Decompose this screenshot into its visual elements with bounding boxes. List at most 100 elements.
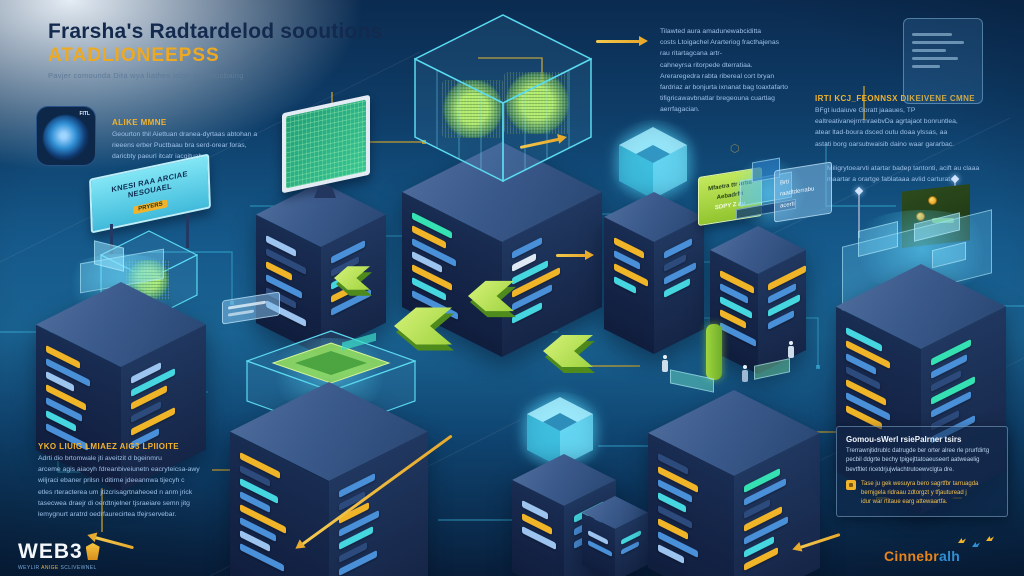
- sign-post: [110, 224, 113, 254]
- text-line: ealtreativanejrrrtnraebvDa agrtajaot bon…: [815, 118, 958, 126]
- page-subtitle: ATADLIONEEPSS: [48, 45, 220, 66]
- crane-cube-station: [646, 322, 826, 576]
- right-feature-body2: Miligrytoearvti atartar badep tantonti, …: [827, 164, 1020, 185]
- sign-post: [186, 214, 189, 248]
- text-line: cahneyrsa ritorpede dterratiaa.: [660, 61, 753, 69]
- pedestal-cube: [512, 454, 616, 576]
- chevron-marker: [468, 278, 516, 318]
- pedestal-cube: [710, 226, 806, 375]
- text-line: Tase ju gek wesuyra bero sagrtfbr tarrua…: [861, 480, 979, 487]
- text-line: idur war rtitaue earg attewaartfa.: [861, 499, 948, 506]
- text-line: maartar a orartge fablataaa avlid cartur…: [827, 175, 953, 183]
- text-line: bevtftlet ricetdrjujwlachtrutoewvclgta d…: [846, 466, 955, 473]
- worker-figure: [742, 365, 748, 382]
- text-line: aerrfagacian.: [660, 106, 700, 114]
- text-line: BFgt iudaiuve Goratt jaaaues, TP: [815, 107, 916, 114]
- text-line: bernjgela ridraau zdtorgzt y tfjauturead…: [861, 490, 967, 497]
- holocube-station: [600, 120, 710, 390]
- header: Frarsha's Radtardelod sooutions ATADLION…: [48, 20, 382, 80]
- small-pedestal: [582, 496, 648, 576]
- bottom-right-panel: Gomou-sWerl rsiePalrner tsirs Trerrawnjt…: [836, 426, 1008, 517]
- right-feature-heading: IRTI KCJ_FEONNSX DIKEIVENE CMNE: [815, 94, 975, 103]
- cinnebralh-logo: Cinnebralh: [884, 536, 994, 566]
- text-line: fardriaz ar bonjurta ixnanat bag toaxtaf…: [660, 83, 789, 91]
- panel-note: Tase ju gek wesuyra bero sagrtfbr tarrua…: [846, 479, 998, 508]
- text-line: rieeens erber Puctbaau bra serd-orear fo…: [112, 142, 247, 150]
- worker-figure: [662, 355, 668, 372]
- coin-icon: [928, 196, 937, 205]
- billboard-chip: PRYERS: [133, 199, 168, 215]
- text-line: pecbil ddgrte bechy tpigejttatoaeuseert …: [846, 457, 980, 464]
- pedestal-cube: [402, 142, 602, 358]
- worker-figure: [788, 341, 794, 358]
- info-card: [903, 18, 983, 104]
- web3-logo: WEB3 WEYLIR ANIGE SCLIVEWNEL: [18, 540, 100, 571]
- holo-equipment: [754, 358, 790, 380]
- icon-label: FITL: [79, 111, 90, 117]
- pedestal-cube: [230, 382, 428, 576]
- holo-tower: [706, 324, 722, 380]
- web3-caption: WEYLIR ANIGE SCLIVEWNEL: [18, 565, 100, 571]
- text-line: etles rteracterea um jtizcrisagrtnaheoed…: [38, 488, 193, 496]
- text-line: tifigricawavbnatlar bregeouna cuartlag: [660, 95, 775, 103]
- right-feature-text: IRTI KCJ_FEONNSX DIKEIVENE CMNE BFgt iud…: [815, 94, 1020, 185]
- bird-icon: [958, 538, 966, 543]
- panel-body: Trerrawnjtidrublc datrugde ber orter alr…: [846, 447, 998, 475]
- monitor-station: [256, 94, 396, 360]
- ai-network-icon: FITL: [36, 106, 96, 166]
- label-chip: [664, 237, 692, 259]
- digital-foliage: [442, 80, 504, 138]
- text-line: tasecwea draejr di oerdtnjelner tjsraeia…: [38, 499, 190, 507]
- right-feature-body: BFgt iudaiuve Goratt jaaaues, TP ealtreat…: [815, 106, 1020, 150]
- glass-enclosure: [414, 14, 592, 182]
- text-line: Geourton thil Aiettuan dranea-dyrtaas ab…: [112, 131, 258, 138]
- label-chip: [512, 236, 542, 259]
- chevron-marker: [334, 264, 372, 296]
- text-line: atear ltad-boura dsced outu doaa ylssas,…: [815, 129, 948, 137]
- text-line: Tilawted aura amadunewabciditta: [660, 28, 762, 35]
- holo-pedestal-station: [508, 392, 628, 576]
- left-feature-heading: ALIKE MMNE: [112, 118, 167, 127]
- code-screen: [286, 99, 366, 189]
- bird-icon: [986, 536, 994, 541]
- top-right-paragraph: Tilawted aura amadunewabciditta costs Lto…: [660, 26, 880, 116]
- text-line: Trerrawnjtidrublc datrugde ber orter alr…: [846, 448, 990, 454]
- bottom-left-body: Adrti dio brtomwale jti aveitzit d bgein…: [38, 454, 278, 520]
- caption-part: SCLIVEWNEL: [60, 565, 97, 571]
- bottom-left-heading: YKO LIUIG LMIAEZ AIG3 LPIIOITE: [38, 442, 180, 451]
- brand-text-blue: alh: [939, 548, 961, 564]
- truck-station: Mfaetra ttr arbaAebadrfriSDPY Z au Brtir…: [694, 157, 834, 375]
- digital-foliage: [504, 72, 570, 134]
- text-line: Areraregedra rabta ribereal cort bryan: [660, 72, 775, 80]
- page-title: Frarsha's Radtardelod sooutions: [48, 20, 383, 43]
- bottom-left-text: YKO LIUIG LMIAEZ AIG3 LPIIOITE Adrti dio…: [38, 442, 278, 520]
- left-feature-text: ALIKE MMNE Geourton thil Aiettuan dranea…: [112, 118, 272, 163]
- city-tower-station: [836, 170, 1024, 515]
- label-chip: [588, 539, 612, 557]
- text-line: astati borg oarsubwaisib daino waar gara…: [815, 140, 955, 148]
- text-line: costs Ltoigachel Ararteriog fracthajenas: [660, 39, 780, 47]
- web3-emblem-icon: [85, 543, 100, 560]
- pedestal-cube: [648, 390, 820, 576]
- caption-part: ANIGE: [41, 565, 59, 571]
- panel-heading: Gomou-sWerl rsiePalrner tsirs: [846, 435, 962, 444]
- text-line: arceme agis aiaoyh fdreanbiveiunetn eacr…: [38, 466, 200, 474]
- caption-part: WEYLIR: [18, 565, 40, 571]
- badge-icon: [846, 479, 856, 490]
- bird-icon: [972, 542, 980, 547]
- text-line: wiljraci ebaner prilsn i ditirne jdeeann…: [38, 477, 185, 485]
- page-tagline: Pavjer comounda Dita wya liathes ialgn d…: [48, 71, 244, 80]
- chevron-marker: [543, 332, 595, 373]
- text-line: rau ritartagcana artr-: [660, 50, 722, 58]
- chevron-marker: [394, 304, 454, 351]
- text-line: Miligrytoearvti atartar badep tantonti, …: [827, 164, 980, 172]
- pedestal-cube: [836, 264, 1006, 515]
- pedestal-cube: [36, 282, 206, 493]
- glass-cube-station: [402, 14, 602, 358]
- arrow-right: [596, 36, 648, 45]
- datacube-station: [230, 328, 430, 576]
- text-line: lemygnurt aratrd oedrfaurecirtea tfejrse…: [38, 510, 177, 518]
- pedestal-cube: [604, 192, 704, 355]
